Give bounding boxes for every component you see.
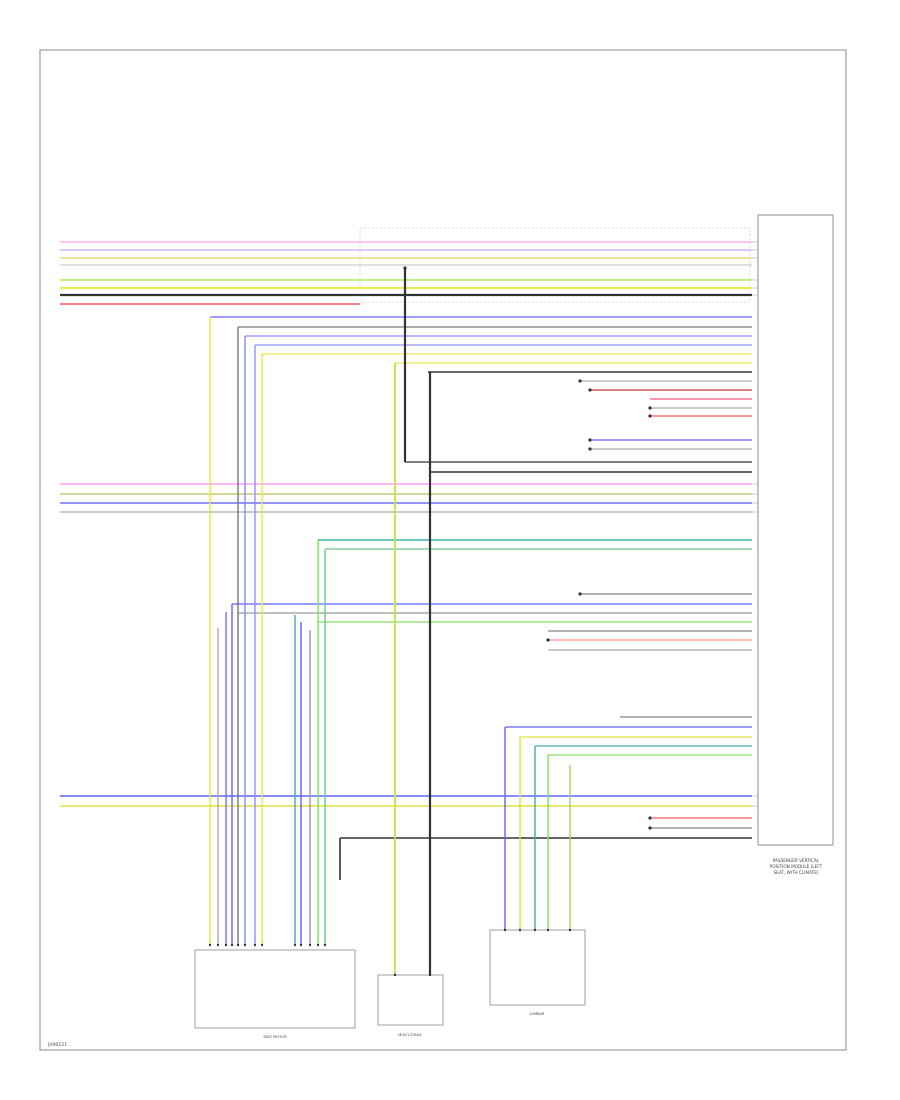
seat-motor-label: MULTI-STAGE bbox=[398, 1033, 422, 1037]
connector-a-label: SEAT MOTOR bbox=[263, 1035, 287, 1039]
diagram-frame bbox=[39, 49, 847, 1051]
connector-pins bbox=[208, 928, 572, 977]
module-pin-wires bbox=[210, 316, 752, 839]
connector-b-label: LUMBAR bbox=[530, 1012, 545, 1016]
module-pin-ticks bbox=[752, 241, 758, 807]
mid-harness-wires bbox=[60, 483, 752, 513]
connector-a bbox=[194, 949, 356, 1029]
module-label-line-1: PASSENGER VERTICAL bbox=[773, 858, 820, 863]
footer-code: JV00121 bbox=[47, 1042, 67, 1048]
module-box bbox=[757, 214, 834, 846]
bottom-harness-wires bbox=[60, 795, 752, 807]
module-label-line-2: POSITION MODULE (LEFT bbox=[770, 864, 823, 869]
vertical-wires bbox=[209, 268, 571, 975]
module-label-line-3: SEAT, WITH CLIMATE) bbox=[774, 870, 819, 875]
connector-b bbox=[489, 929, 586, 1006]
seat-motor-connector bbox=[377, 974, 444, 1026]
splice-nodes bbox=[403, 266, 652, 830]
